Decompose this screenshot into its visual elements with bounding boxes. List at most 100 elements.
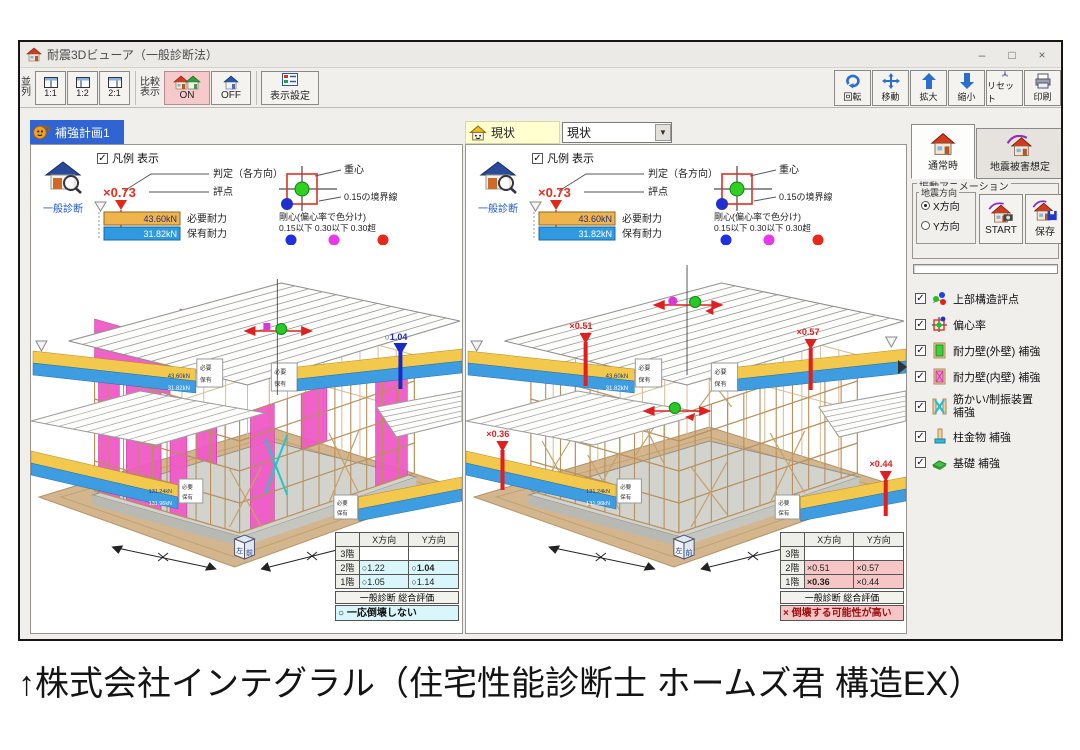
- tab-earthquake-damage-label: 地震被害想定: [990, 161, 1050, 173]
- radio-x-direction[interactable]: X方向: [921, 198, 975, 213]
- compare-off-button[interactable]: OFF: [211, 70, 251, 105]
- house-model-reinforced[interactable]: 43.60kN 31.82kN 必要 保有 必要 保有: [31, 245, 462, 577]
- panel-current-state: 現状 現状 ▼ 一般診断 凡例 表示: [465, 120, 907, 634]
- overall-result-left: ○ 一応倒壊しない: [335, 605, 459, 621]
- svg-text:×0.73: ×0.73: [103, 185, 136, 200]
- plan-dropdown[interactable]: 現状 ▼: [562, 122, 672, 143]
- orientation-cube: 左 前: [233, 534, 256, 560]
- svg-text:31.82kN: 31.82kN: [606, 386, 629, 392]
- svg-text:必要: 必要: [778, 499, 790, 507]
- compare-on-label: ON: [179, 89, 195, 101]
- checkbox-eccentricity[interactable]: 偏心率: [910, 316, 1061, 333]
- tab-reinforcement-plan[interactable]: 補強計画1: [30, 120, 124, 144]
- radio-y-direction[interactable]: Y方向: [921, 218, 975, 233]
- svg-text:必要耐力: 必要耐力: [622, 212, 662, 225]
- display-settings-button[interactable]: 表示設定: [261, 70, 319, 105]
- close-icon[interactable]: ×: [1038, 47, 1046, 62]
- house-model-current[interactable]: 43.60kN 31.82kN 必要 保有 ×0.51 必要 保: [466, 245, 906, 577]
- svg-text:131.96kN: 131.96kN: [149, 501, 172, 507]
- svg-text:保有: 保有: [274, 380, 286, 388]
- diagnosis-icon: 一般診断: [470, 161, 526, 215]
- move-label: 移動: [881, 91, 900, 102]
- reset-button[interactable]: リセット: [986, 69, 1023, 106]
- toolbar: 並列 1:1 1:2 2:1 比較表示 ON OFF 表示設定: [20, 68, 1061, 108]
- svg-text:43.60kN: 43.60kN: [606, 374, 629, 380]
- legend-show-checkbox[interactable]: 凡例 表示: [532, 150, 594, 166]
- tab-normal-label: 通常時: [928, 160, 958, 172]
- save-button[interactable]: 保存: [1025, 194, 1061, 244]
- svg-text:131.24kN: 131.24kN: [149, 489, 172, 495]
- svg-text:31.82kN: 31.82kN: [578, 229, 612, 239]
- svg-text:保有: 保有: [778, 509, 790, 517]
- svg-text:×0.73: ×0.73: [538, 185, 571, 200]
- layout-1-1-button[interactable]: 1:1: [35, 70, 66, 105]
- center-markers-lower: [642, 402, 712, 421]
- diagnosis-label: 一般診断: [43, 204, 83, 215]
- zoom-in-button[interactable]: 拡大: [910, 69, 947, 106]
- start-button[interactable]: START: [979, 194, 1023, 244]
- mode-tabs: 通常時 地震被害想定: [910, 122, 1061, 180]
- radio-icon: [921, 221, 930, 230]
- svg-text:131.96kN: 131.96kN: [586, 501, 610, 507]
- rotate-label: 回転: [843, 91, 862, 102]
- checkbox-foundation[interactable]: 基礎 補強: [910, 454, 1061, 471]
- force-bar-upper-left: 43.60kN 31.82kN 必要 保有: [467, 340, 663, 394]
- checkbox-inner-wall[interactable]: 耐力壁(内壁) 補強: [910, 368, 1061, 385]
- rotate-button[interactable]: 回転: [834, 69, 871, 106]
- score-dots-icon: [932, 292, 947, 305]
- sidebar-collapse-handle[interactable]: [898, 360, 907, 374]
- checkbox-icon: [532, 152, 543, 164]
- svg-text:31.82kN: 31.82kN: [168, 386, 190, 392]
- app-icon: [26, 47, 42, 62]
- svg-text:保有: 保有: [182, 493, 193, 501]
- mascot-icon: [33, 125, 51, 140]
- compare-on-button[interactable]: ON: [164, 70, 210, 105]
- item-label: 基礎 補強: [953, 457, 1001, 470]
- tab-earthquake-damage[interactable]: 地震被害想定: [976, 128, 1061, 179]
- checkbox-icon: [915, 345, 926, 356]
- view-3d-right[interactable]: 一般診断 凡例 表示 判定（各方向） ×0.73 評点: [465, 144, 907, 634]
- save-disk-icon: [1032, 200, 1057, 221]
- plan-dropdown-value: 現状: [567, 126, 592, 140]
- shake-start-icon: [988, 202, 1013, 223]
- outer-wall-icon: [933, 342, 946, 359]
- house-face-icon: [469, 124, 487, 140]
- move-button[interactable]: 移動: [872, 69, 909, 106]
- layout-1-2-button[interactable]: 1:2: [67, 70, 98, 105]
- two-houses-icon: [173, 75, 201, 89]
- radio-x-label: X方向: [933, 202, 960, 213]
- compare-off-label: OFF: [221, 89, 241, 101]
- zoom-out-button[interactable]: 縮小: [948, 69, 985, 106]
- force-bar-upper-right: 必要 保有: [710, 336, 906, 392]
- layer-checkbox-list: 上部構造評点 偏心率 耐力壁(外壁) 補強 耐力壁(内壁) 補強: [910, 290, 1061, 471]
- col-x: X方向: [803, 532, 855, 547]
- zoom-in-icon: [921, 72, 936, 89]
- view-tools: 回転 移動 拡大 縮小 リセット 印刷: [834, 69, 1061, 106]
- window-title: 耐震3Dビューア（一般診断法）: [47, 48, 218, 62]
- reset-icon: [1001, 70, 1008, 77]
- print-button[interactable]: 印刷: [1024, 69, 1061, 106]
- checkbox-structure-score[interactable]: 上部構造評点: [910, 290, 1061, 307]
- force-bar-upper-right: 必要 保有: [270, 348, 462, 392]
- layout-2-1-button[interactable]: 2:1: [99, 70, 130, 105]
- maximize-icon[interactable]: □: [1008, 47, 1016, 62]
- chevron-down-icon[interactable]: ▼: [655, 124, 671, 141]
- rotate-icon: [845, 74, 860, 88]
- eccentricity-icon: [932, 316, 947, 332]
- legend-left: 一般診断 凡例 表示 判定（各方向） ×0.73 評点: [33, 147, 460, 245]
- quake-direction-label: 地震方向: [919, 186, 960, 199]
- svg-text:0.15の境界線: 0.15の境界線: [344, 191, 398, 202]
- view-3d-left[interactable]: 一般診断 凡例 表示 判定（各方向） ×0.73 評点: [30, 144, 463, 634]
- checkbox-outer-wall[interactable]: 耐力壁(外壁) 補強: [910, 342, 1061, 359]
- svg-text:×0.57: ×0.57: [797, 327, 820, 337]
- checkbox-brace-damper[interactable]: 筋かい/制振装置 補強: [910, 394, 1061, 419]
- svg-text:左: 左: [675, 546, 682, 555]
- legend-show-checkbox[interactable]: 凡例 表示: [97, 150, 159, 166]
- svg-text:判定（各方向）: 判定（各方向）: [648, 167, 718, 180]
- minimize-icon[interactable]: –: [978, 47, 986, 62]
- toolbar-separator: [256, 70, 257, 105]
- tab-normal[interactable]: 通常時: [911, 124, 975, 179]
- checkbox-column-hardware[interactable]: 柱金物 補強: [910, 428, 1061, 445]
- house-icon: [223, 75, 239, 89]
- legend-right: 一般診断 凡例 表示 判定（各方向） ×0.73 評点: [468, 147, 904, 245]
